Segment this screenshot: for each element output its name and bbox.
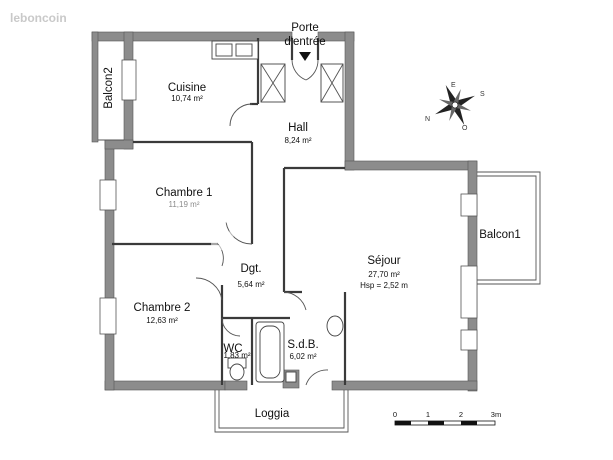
room-name-hall: Hall bbox=[288, 122, 308, 134]
door-swings bbox=[195, 59, 329, 386]
svg-text:d'entrée: d'entrée bbox=[284, 36, 325, 48]
entrance-arrow-icon bbox=[299, 52, 311, 61]
room-name-balcon2: Balcon2 bbox=[103, 67, 115, 109]
photo-watermark: E bbox=[208, 208, 239, 260]
room-name-chambre2: Chambre 2 bbox=[134, 302, 191, 314]
scale-tick-2: 2 bbox=[459, 410, 463, 419]
windows bbox=[99, 59, 478, 351]
compass-rose-icon bbox=[435, 85, 475, 125]
room-name-wc: WC bbox=[223, 343, 242, 355]
room-name-sejour: Séjour bbox=[367, 255, 400, 267]
watermark-logo: leboncoin bbox=[10, 11, 67, 25]
compass-north: N bbox=[425, 116, 430, 123]
compass-south: S bbox=[480, 91, 485, 98]
scale-tick-0: 0 bbox=[393, 410, 397, 419]
room-area-hall: 8,24 m² bbox=[284, 136, 311, 145]
room-area-wc: 1,83 m² bbox=[223, 351, 250, 360]
room-area-cuisine: 10,74 m² bbox=[171, 94, 203, 103]
entrance-label: Porte d'entrée bbox=[284, 22, 325, 48]
room-area-sejour: 27,70 m² bbox=[368, 270, 400, 279]
room-area-chambre2: 12,63 m² bbox=[146, 316, 178, 325]
room-name-balcon1: Balcon1 bbox=[479, 229, 521, 241]
cupboards bbox=[260, 63, 344, 103]
compass-east: E bbox=[451, 82, 456, 89]
kitchen-counter bbox=[211, 40, 259, 60]
outdoor-outlines bbox=[98, 139, 541, 433]
room-name-cuisine: Cuisine bbox=[168, 82, 206, 94]
room-area-dgt: 5,64 m² bbox=[237, 280, 264, 289]
room-name-dgt: Dgt. bbox=[240, 263, 261, 275]
room-name-loggia: Loggia bbox=[255, 408, 290, 420]
room-height-sejour: Hsp = 2,52 m bbox=[360, 281, 408, 290]
compass-west: O bbox=[462, 125, 468, 132]
room-name-chambre1: Chambre 1 bbox=[156, 187, 213, 199]
room-area-sdb: 6,02 m² bbox=[289, 352, 316, 361]
scale-tick-1: 1 bbox=[426, 410, 430, 419]
sanitary-fixtures bbox=[227, 315, 344, 383]
room-name-sdb: S.d.B. bbox=[287, 339, 318, 351]
svg-text:Porte: Porte bbox=[291, 22, 319, 34]
scale-bar: 0 1 2 3m bbox=[393, 410, 501, 426]
room-area-chambre1: 11,19 m² bbox=[169, 200, 200, 209]
scale-tick-3m: 3m bbox=[491, 410, 501, 419]
